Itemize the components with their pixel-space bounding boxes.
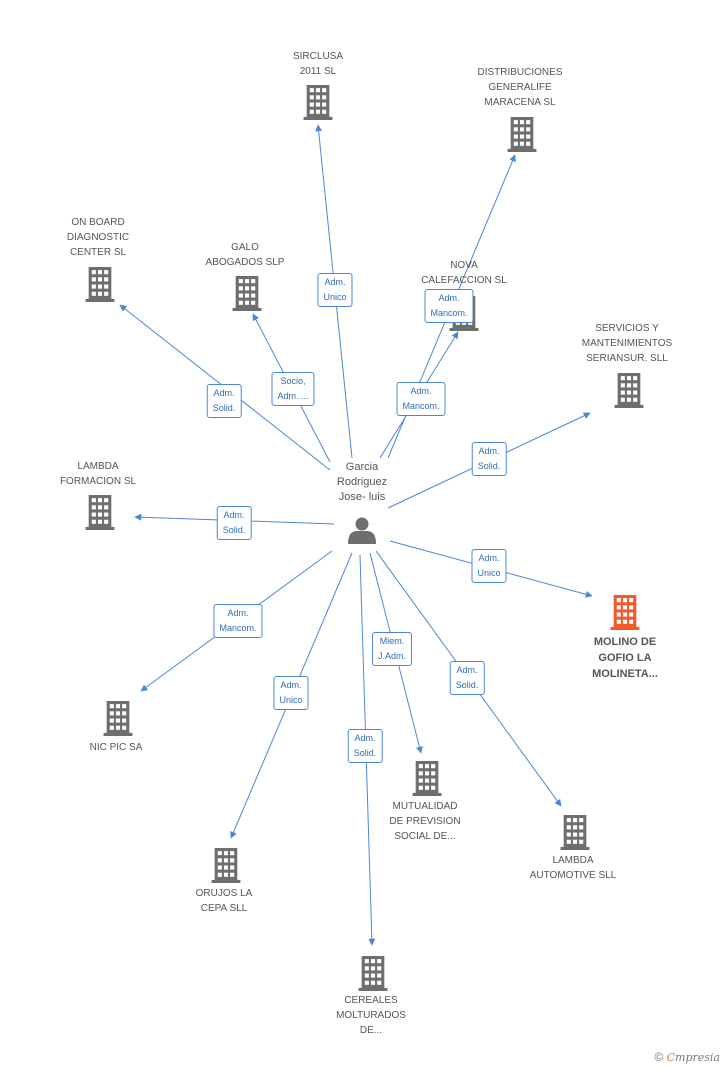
company-label-sirclusa[interactable]: SIRCLUSA 2011 SL (292, 51, 343, 77)
role-box-cereales[interactable]: Adm. Solid. (347, 729, 383, 763)
building-icon-cereales[interactable] (358, 956, 388, 991)
role-box-orujos[interactable]: Adm. Unico (273, 676, 309, 710)
brand-logo-rest: mpresia (675, 1051, 720, 1064)
building-icon-distribuciones[interactable] (507, 117, 537, 152)
copyright-symbol: © (654, 1050, 664, 1064)
company-label-servicios[interactable]: SERVICIOS Y MANTENIMIENTOS SERIANSUR. SL… (581, 323, 673, 364)
role-box-lambda_form[interactable]: Adm. Solid. (216, 506, 252, 540)
company-label-distribuciones[interactable]: DISTRIBUCIONES GENERALIFE MARACENA SL (477, 67, 563, 108)
building-icon-nicpic[interactable] (103, 701, 133, 736)
building-icon-lambda_auto[interactable] (560, 815, 590, 850)
brand-logo-initial: C (666, 1051, 676, 1064)
icons-layer (85, 85, 644, 991)
building-icon-sirclusa[interactable] (303, 85, 333, 120)
building-icon-servicios[interactable] (614, 373, 644, 408)
company-label-lambda_auto[interactable]: LAMBDA AUTOMOTIVE SLL (529, 855, 617, 881)
person-label[interactable]: Garcia Rodriguez Jose- luis (336, 461, 388, 503)
role-box-servicios[interactable]: Adm. Solid. (471, 442, 507, 476)
company-label-mutualidad[interactable]: MUTUALIDAD DE PREVISION SOCIAL DE... (389, 801, 461, 842)
role-box-lambda_auto[interactable]: Adm. Solid. (449, 661, 485, 695)
company-label-cereales[interactable]: CEREALES MOLTURADOS DE... (336, 995, 406, 1036)
role-box-molino[interactable]: Adm. Unico (471, 549, 507, 583)
role-box-mutualidad[interactable]: Miem. J.Adm. (371, 632, 413, 666)
role-box-galo[interactable]: Socio, Adm. ... (271, 372, 315, 406)
building-icon-orujos[interactable] (211, 848, 241, 883)
building-icon-mutualidad[interactable] (412, 761, 442, 796)
building-icon-onboard[interactable] (85, 267, 115, 302)
person-icon[interactable] (348, 517, 376, 545)
building-icon-lambda_form[interactable] (85, 495, 115, 530)
role-box-nova[interactable]: Adm. Mancom. (396, 382, 446, 416)
role-box-sirclusa[interactable]: Adm. Unico (317, 273, 353, 307)
company-label-galo[interactable]: GALO ABOGADOS SLP (205, 242, 285, 268)
company-label-molino[interactable]: MOLINO DE GOFIO LA MOLINETA... (592, 636, 658, 680)
role-box-onboard[interactable]: Adm. Solid. (206, 384, 242, 418)
company-label-nicpic[interactable]: NIC PIC SA (89, 742, 143, 753)
role-box-distribuciones[interactable]: Adm. Mancom. (424, 289, 474, 323)
company-label-orujos[interactable]: ORUJOS LA CEPA SLL (195, 888, 253, 914)
company-label-lambda_form[interactable]: LAMBDA FORMACION SL (59, 461, 137, 487)
building-icon-galo[interactable] (232, 276, 262, 311)
footer-brand: © Cmpresia (654, 1050, 720, 1064)
company-label-onboard[interactable]: ON BOARD DIAGNOSTIC CENTER SL (66, 217, 130, 258)
building-icon-molino[interactable] (610, 595, 640, 630)
role-box-nicpic[interactable]: Adm. Mancom. (213, 604, 263, 638)
company-label-nova[interactable]: NOVA CALEFACCION SL (421, 260, 507, 286)
